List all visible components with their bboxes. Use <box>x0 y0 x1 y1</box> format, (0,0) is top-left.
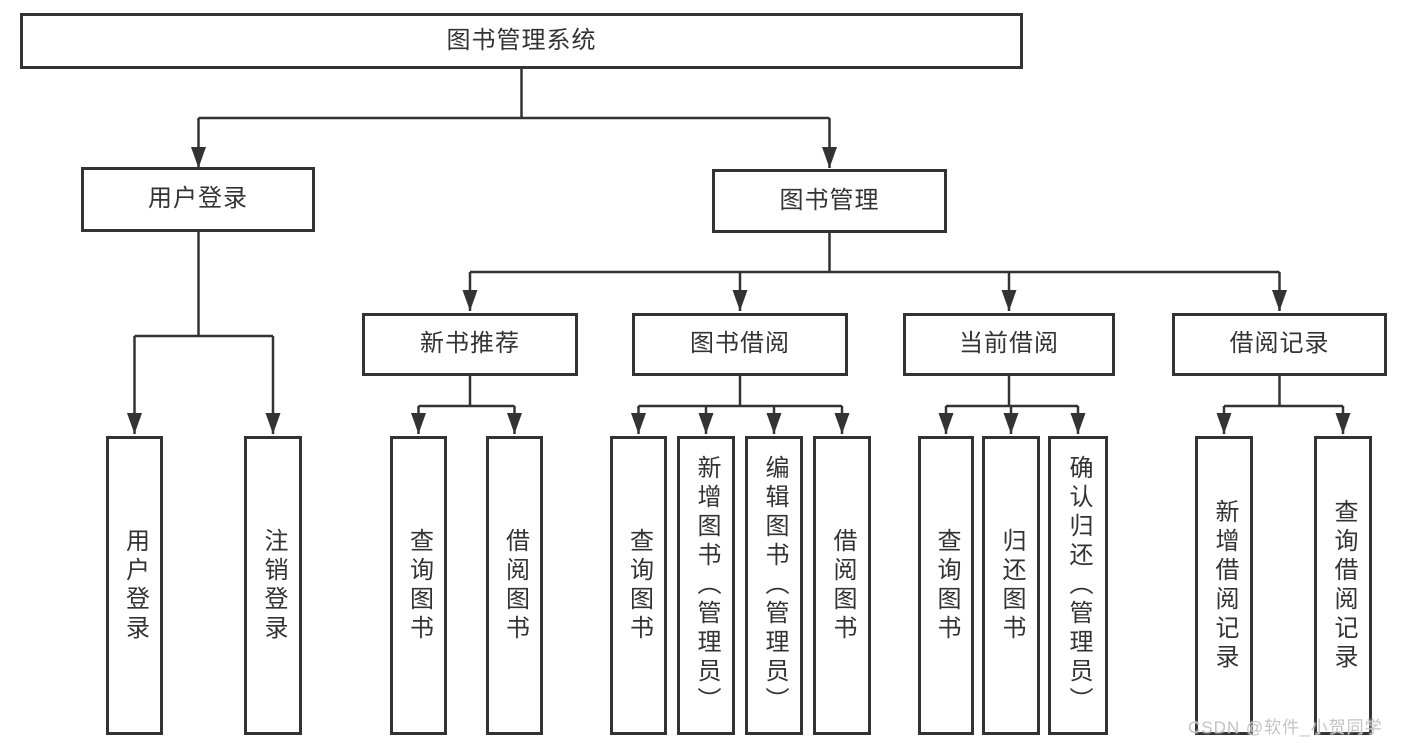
node-root: 图书管理系统 <box>20 13 1023 69</box>
node-book-management: 图书管理 <box>712 169 947 233</box>
node-new-book-recommend: 新书推荐 <box>362 313 578 376</box>
node-current-borrowing: 当前借阅 <box>903 313 1115 376</box>
leaf-current-confirm-return-admin: 确认归还（管理员） <box>1048 436 1108 735</box>
leaf-current-query-books: 查询图书 <box>918 436 974 735</box>
node-book-borrowing: 图书借阅 <box>632 313 848 376</box>
leaf-records-add-record: 新增借阅记录 <box>1195 436 1253 735</box>
leaf-borrowing-add-books-admin: 新增图书（管理员） <box>677 436 735 735</box>
leaf-user-login: 用户登录 <box>106 436 163 735</box>
leaf-recommend-query-books: 查询图书 <box>390 436 447 735</box>
node-borrow-records: 借阅记录 <box>1172 313 1387 376</box>
leaf-records-query-record: 查询借阅记录 <box>1314 436 1372 735</box>
leaf-borrowing-borrow-books: 借阅图书 <box>813 436 871 735</box>
leaf-borrowing-edit-books-admin: 编辑图书（管理员） <box>745 436 803 735</box>
leaf-logout-login: 注销登录 <box>244 436 302 735</box>
node-user-login: 用户登录 <box>81 167 315 232</box>
leaf-borrowing-query-books: 查询图书 <box>610 436 667 735</box>
leaf-recommend-borrow-books: 借阅图书 <box>486 436 543 735</box>
leaf-current-return-books: 归还图书 <box>982 436 1040 735</box>
